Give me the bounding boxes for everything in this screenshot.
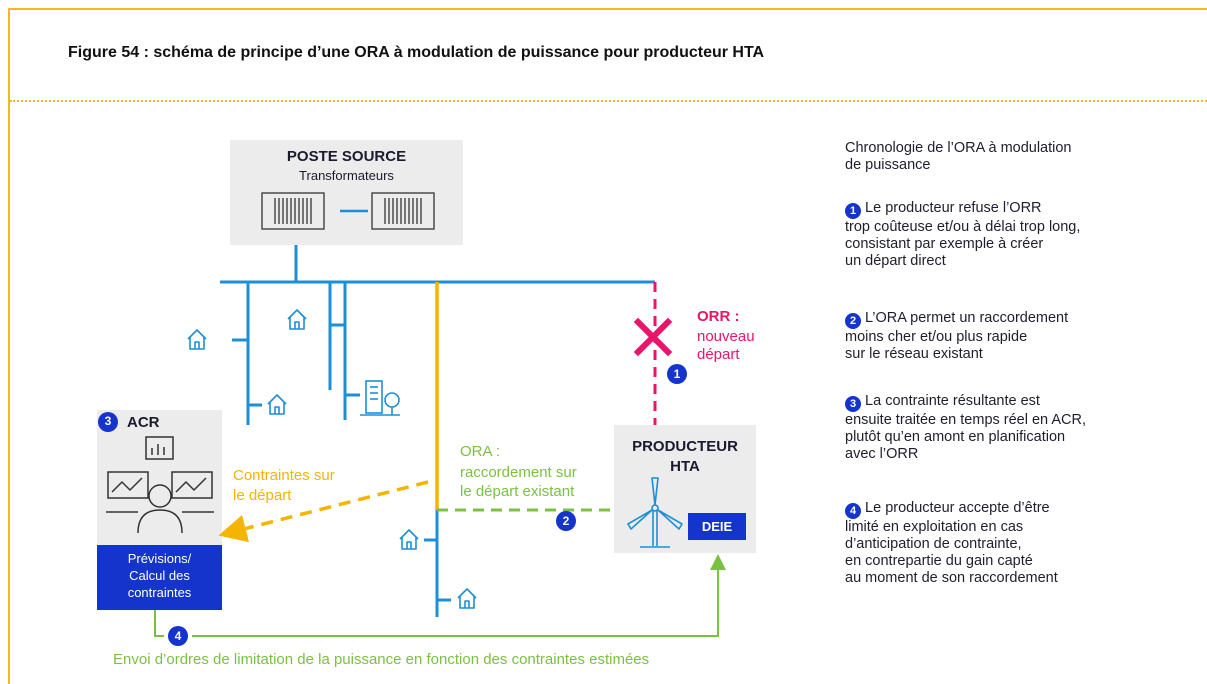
house-icon (399, 529, 419, 550)
control-loop-line (154, 554, 726, 637)
operator-screens-icon (106, 436, 214, 534)
transformer-left-icon (261, 192, 325, 230)
num2-circle (556, 511, 576, 531)
num3-badge: 3 (845, 396, 861, 412)
title-separator (10, 100, 1207, 102)
poste-source-title: POSTE SOURCE (286, 148, 407, 165)
sidebar-item-1: 1 Le producteur refuse l’ORR trop coûteu… (845, 200, 1175, 270)
num3-circle (98, 412, 118, 432)
house-icon (287, 309, 307, 330)
frame-left-border (8, 8, 10, 684)
num4-badge: 4 (845, 503, 861, 519)
orr-sublabel: nouveau départ (697, 328, 755, 363)
num1-badge: 1 (845, 203, 861, 219)
envoi-label: Envoi d’ordres de limitation de la puiss… (113, 651, 650, 668)
sidebar-item-text: La contrainte résultante est ensuite tra… (845, 393, 1086, 462)
contraintes-label: Contraintes sur le départ (233, 467, 335, 504)
producteur-title: PRODUCTEUR HTA (632, 438, 738, 475)
num2-label: 2 (562, 514, 570, 528)
num4-circle (168, 626, 188, 646)
ora-sublabel: raccordement sur le départ existant (460, 464, 577, 500)
house-icon (457, 588, 477, 609)
orr-label: ORR : (697, 308, 740, 325)
deie-label: DEIE (701, 519, 733, 534)
sidebar-item-text: Le producteur refuse l’ORR trop coûteuse… (845, 200, 1081, 269)
num1-circle (667, 364, 687, 384)
sidebar-item-3: 3 La contrainte résultante est ensuite t… (845, 393, 1175, 463)
frame-top-border (8, 8, 1207, 10)
sidebar-item-text: L’ORA permet un raccordement moins cher … (845, 310, 1069, 362)
transformer-right-icon (371, 192, 435, 230)
previsions-label: Prévisions/ Calcul des contraintes (127, 551, 192, 600)
num4-label: 4 (174, 629, 182, 643)
num3-label: 3 (104, 414, 112, 428)
contraintes-arrow (218, 480, 429, 543)
num2-badge: 2 (845, 313, 861, 329)
sidebar-item-text: Le producteur accepte d’être limité en e… (845, 500, 1058, 586)
cross-icon (633, 317, 673, 357)
building-icon (360, 380, 400, 416)
sidebar-heading: Chronologie de l’ORA à modulation de pui… (845, 140, 1072, 173)
figure-title: Figure 54 : schéma de principe d’une ORA… (68, 44, 765, 61)
house-icon (187, 329, 207, 350)
sidebar-item-4: 4 Le producteur accepte d’être limité en… (845, 500, 1175, 587)
previsions-box (97, 545, 222, 610)
poste-source-subtitle: Transformateurs (299, 168, 394, 183)
deie-box (688, 513, 746, 540)
sidebar-item-2: 2 L’ORA permet un raccordement moins che… (845, 310, 1175, 363)
acr-label: ACR (127, 414, 160, 431)
num1-label: 1 (673, 367, 681, 381)
ora-label: ORA : (460, 443, 501, 460)
house-icon (267, 394, 287, 415)
wind-turbine-icon (627, 477, 683, 548)
